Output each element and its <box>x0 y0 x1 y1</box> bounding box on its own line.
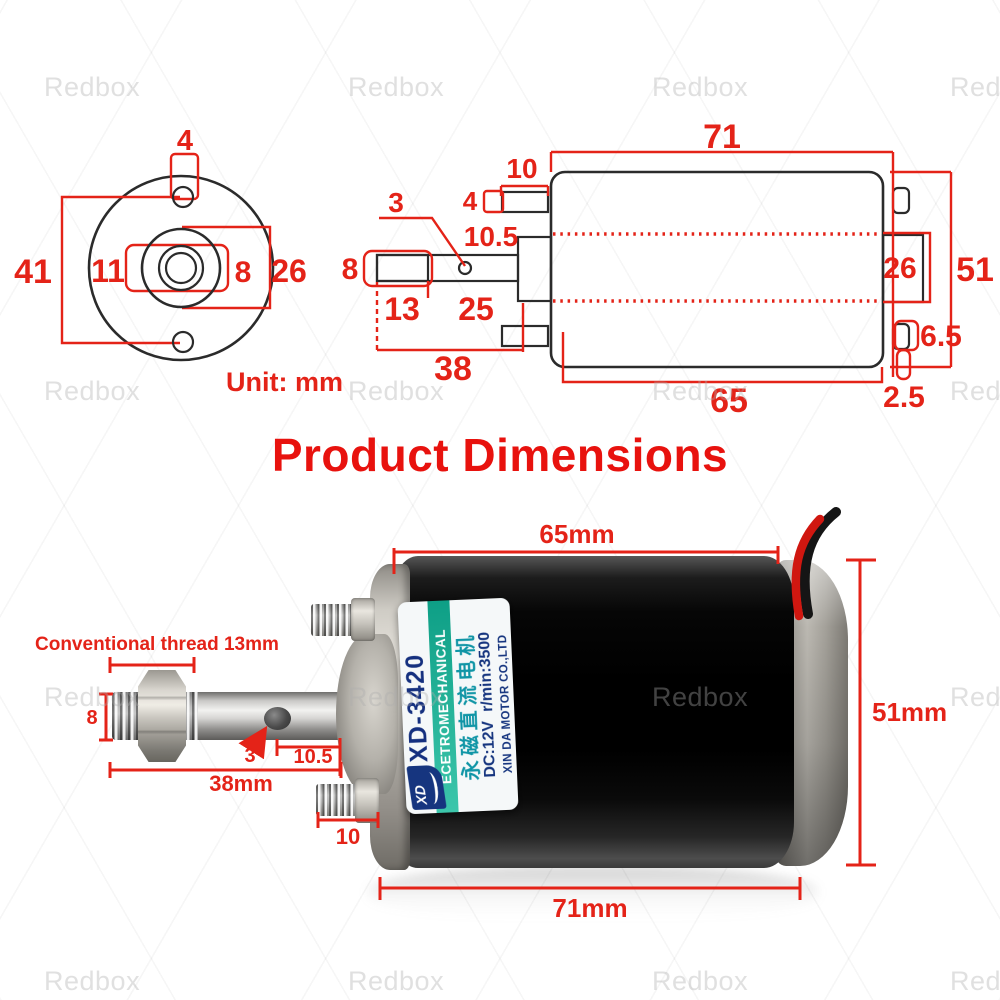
bearing-circle <box>157 244 205 292</box>
dim-shaft-dia-front: 8 <box>235 256 252 289</box>
bolt-hole-bottom <box>171 330 195 354</box>
motor-body-outline <box>549 170 885 369</box>
dim-bracket-4 <box>482 189 505 214</box>
stud-nut-top <box>351 598 375 641</box>
dim-total-length: 71 <box>703 118 741 156</box>
rear-tab-top <box>891 186 911 215</box>
technical-drawings: 4 41 11 8 26 Unit: mm <box>14 118 994 420</box>
dim-shaft-dia: 8 <box>342 253 359 286</box>
motor-reflection <box>368 866 818 920</box>
stud-nut-bottom <box>355 778 379 823</box>
dim-stud-dia: 4 <box>463 186 478 216</box>
dim-stud-length: 10 <box>506 153 537 184</box>
dim-hub-width: 11 <box>91 253 125 289</box>
dim-bracket-hub <box>124 243 230 293</box>
dim-bolt-hole-dia: 4 <box>177 125 193 157</box>
front-collar <box>516 235 553 303</box>
dim-bracket-26 <box>883 231 932 304</box>
dim-boss-dia-front: 26 <box>271 253 307 289</box>
dim-hole-dia: 3 <box>388 187 404 218</box>
boss-circle <box>140 227 222 309</box>
mount-stud-top <box>500 190 550 214</box>
dim-bracket-2-5 <box>895 348 912 381</box>
dim-rear-stub: 2.5 <box>883 381 925 414</box>
mounting-stud-bottom <box>316 784 362 816</box>
dim-tab-height: 6.5 <box>920 320 962 353</box>
dim-body-dia: 51 <box>956 251 994 289</box>
shaft-cross-hole <box>457 260 473 276</box>
motor-front-bell <box>336 634 398 794</box>
dim-line-51 <box>890 170 953 369</box>
shaft-hole <box>264 707 291 730</box>
dim-body-length: 65 <box>710 382 748 420</box>
dim-thread-length: 13 <box>384 291 420 327</box>
dim-line-65 <box>561 332 884 384</box>
dim-bracket-8 <box>362 249 434 288</box>
dim-line-71 <box>549 150 895 377</box>
dim-rear-boss: 26 <box>883 252 916 285</box>
label-logo-text: XD <box>411 784 431 806</box>
bolt-hole-top <box>171 185 195 209</box>
motor-label-face: XD-3420 ECETROMECHANICAL 永磁直流电机 DC:12V r… <box>397 597 519 815</box>
motor-face-outline <box>87 174 275 362</box>
dim-bracket-bolt-spacing <box>60 195 180 345</box>
side-view-drawing: 71 10 4 3 10.5 8 13 25 38 65 26 51 6.5 2… <box>342 118 994 420</box>
dim-hole-offset: 10.5 <box>464 221 519 252</box>
page-title: Product Dimensions <box>271 429 729 481</box>
dim-bracket-bolt-hole <box>169 152 200 201</box>
unit-note: Unit: mm <box>226 367 343 397</box>
front-view-drawing: 4 41 11 8 26 Unit: mm <box>14 125 343 397</box>
mount-stud-bottom <box>500 324 550 348</box>
dim-shaft-length: 38 <box>434 350 472 388</box>
dim-bolt-spacing: 41 <box>14 253 52 291</box>
motor-label: XD-3420 ECETROMECHANICAL 永磁直流电机 DC:12V r… <box>397 597 519 815</box>
shaft-circle <box>164 251 198 285</box>
leader-line-3 <box>379 216 466 267</box>
shaft-thread-hatch <box>375 253 430 283</box>
shaft-hex-nut <box>138 670 186 762</box>
dim-bracket-boss <box>182 225 272 310</box>
shaft-outline <box>375 253 520 283</box>
dim-plain-length: 25 <box>458 291 494 327</box>
